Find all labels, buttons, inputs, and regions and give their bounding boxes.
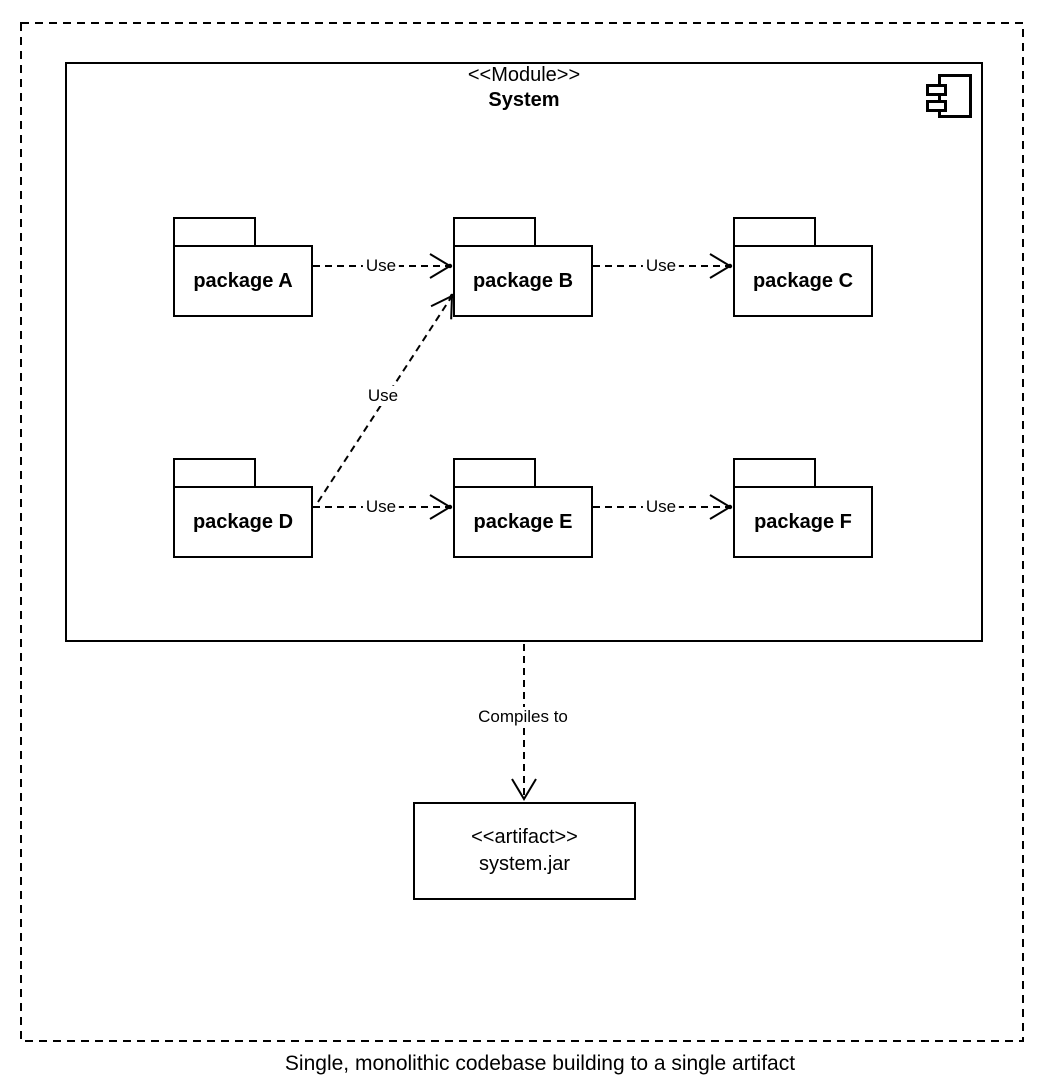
package-e-body: package E — [453, 486, 593, 558]
package-e: package E — [453, 458, 593, 558]
package-d-body: package D — [173, 486, 313, 558]
package-c-body: package C — [733, 245, 873, 317]
package-d-tab — [173, 458, 256, 486]
package-e-label: package E — [473, 510, 573, 533]
module-name: System — [488, 89, 560, 111]
edge-label-a-uses-b: Use — [362, 256, 400, 276]
edge-label-e-uses-f: Use — [642, 497, 680, 517]
package-b: package B — [453, 217, 593, 317]
package-c-label: package C — [752, 269, 854, 292]
package-a-body: package A — [173, 245, 313, 317]
package-a-tab — [173, 217, 256, 245]
package-d: package D — [173, 458, 313, 558]
package-c-tab — [733, 217, 816, 245]
package-b-body: package B — [453, 245, 593, 317]
module-title: <<Module>> System — [65, 63, 983, 113]
artifact-box: <<artifact>> system.jar — [413, 802, 636, 900]
artifact-name: system.jar — [478, 853, 571, 875]
package-b-tab — [453, 217, 536, 245]
package-f-body: package F — [733, 486, 873, 558]
package-f-tab — [733, 458, 816, 486]
package-b-label: package B — [472, 269, 574, 292]
artifact-stereotype: <<artifact>> — [471, 826, 578, 848]
edge-label-b-uses-c: Use — [642, 256, 680, 276]
package-f: package F — [733, 458, 873, 558]
edge-label-d-uses-b: Use — [364, 386, 402, 406]
edge-label-d-uses-e: Use — [362, 497, 400, 517]
package-a: package A — [173, 217, 313, 317]
package-a-label: package A — [193, 269, 293, 292]
package-c: package C — [733, 217, 873, 317]
package-d-label: package D — [192, 510, 294, 533]
edge-label-compiles-to: Compiles to — [475, 707, 571, 727]
package-e-tab — [453, 458, 536, 486]
diagram-caption: Single, monolithic codebase building to … — [284, 1052, 796, 1075]
component-icon-tab-bottom — [926, 100, 947, 112]
package-f-label: package F — [754, 510, 852, 533]
module-stereotype: <<Module>> — [467, 64, 581, 86]
component-icon-tab-top — [926, 84, 947, 96]
